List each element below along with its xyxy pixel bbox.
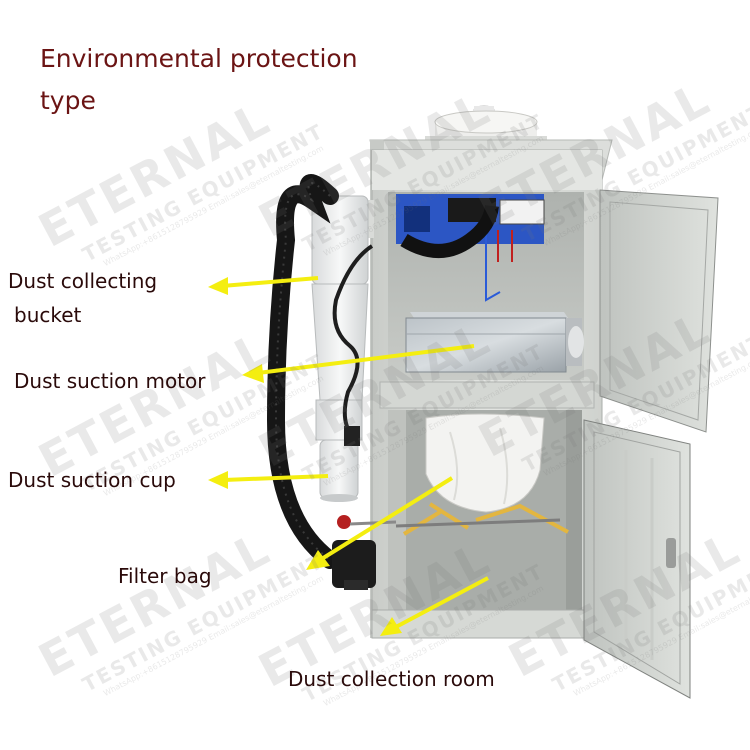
- arrow-room-head-icon: [380, 617, 402, 636]
- arrow-filter-head-icon: [306, 550, 330, 570]
- label-dust-suction-motor: Dust suction motor: [14, 369, 206, 393]
- filter-bag: [425, 413, 545, 513]
- door-latch-icon: [666, 538, 676, 568]
- power-cord: [332, 244, 374, 438]
- arrow-room: [393, 576, 489, 630]
- inner-hose: [400, 204, 499, 258]
- label-dust-suction-cup: Dust suction cup: [8, 468, 176, 492]
- label-dust-collection-room: Dust collection room: [288, 667, 495, 691]
- arrow-bucket: [221, 276, 319, 288]
- dust-bucket: [311, 195, 374, 502]
- arrow-motor: [257, 344, 475, 375]
- lower-door: [583, 419, 691, 699]
- arrow-bucket-head-icon: [208, 277, 228, 295]
- arrow-cup: [223, 474, 329, 482]
- label-dust-collecting-bucket: Dust collecting bucket: [8, 269, 158, 327]
- plug: [344, 426, 360, 446]
- hose-ribs: [274, 182, 331, 561]
- motor-box: [405, 312, 584, 373]
- upper-door: [599, 189, 719, 433]
- arrow-filter: [318, 476, 454, 562]
- callout-arrows: [208, 276, 489, 636]
- arrow-motor-head-icon: [242, 364, 264, 383]
- bag-support: [395, 502, 569, 536]
- label-filter-bag: Filter bag: [118, 564, 212, 588]
- title-line-2: type: [40, 86, 96, 115]
- title-line-1: Environmental protection: [40, 44, 358, 73]
- arrow-cup-head-icon: [208, 471, 228, 489]
- figure-title: Environmental protection type: [40, 38, 358, 122]
- electric-panel: [396, 194, 545, 302]
- suction-nozzle: [332, 515, 397, 590]
